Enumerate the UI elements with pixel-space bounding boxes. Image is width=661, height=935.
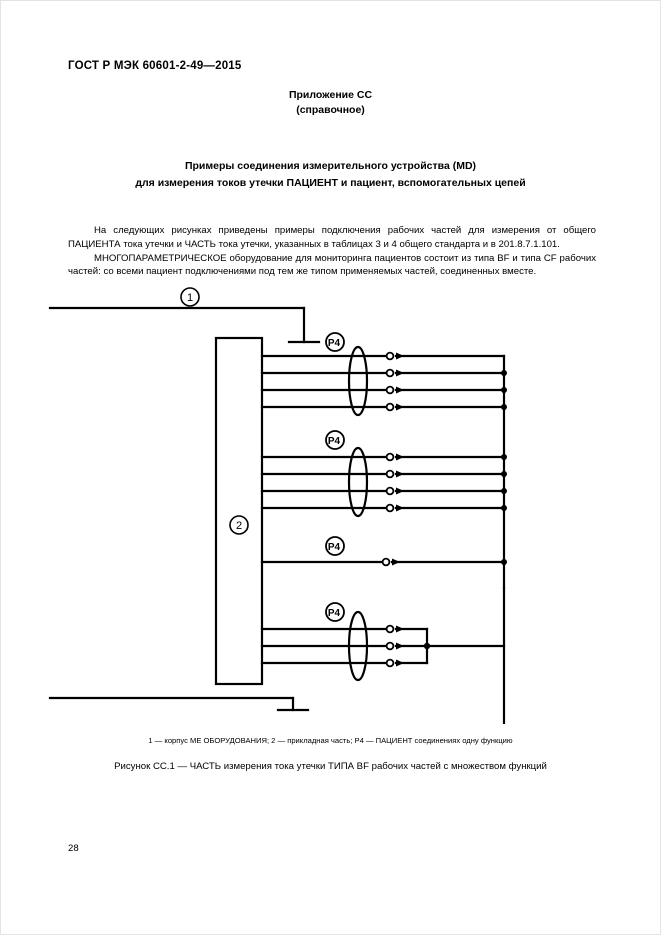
applied-part-box xyxy=(214,336,264,686)
p4-label-3: P4 xyxy=(328,542,341,553)
p4-label-4-circle xyxy=(325,602,345,622)
bf-group-1-leads xyxy=(394,354,506,409)
figure-caption: Рисунок СС.1 — ЧАСТЬ измерения тока утеч… xyxy=(114,761,547,772)
bf-group-3-arrow xyxy=(392,558,400,566)
callout-1-circle xyxy=(180,287,200,307)
annex-kind: (справочное) xyxy=(296,104,365,116)
bottom-ground-conductor xyxy=(48,696,295,712)
bf-group-3-bus-junction xyxy=(501,559,507,565)
body-text: На следующих рисунках приведены примеры … xyxy=(68,224,596,279)
bf-group-2-cable-bundle xyxy=(347,446,369,518)
callout-2-circle xyxy=(229,515,249,535)
body-paragraph-2: МНОГОПАРАМЕТРИЧЕСКОЕ оборудование для мо… xyxy=(68,252,596,278)
bf-group-2-leads xyxy=(394,455,506,510)
bf-group-1-terminals xyxy=(385,351,395,412)
bf-group-2-terminals xyxy=(385,452,395,513)
callout-2-label: 2 xyxy=(236,520,242,532)
bf-group-1-arrows xyxy=(396,352,404,411)
page-title-line-2: для измерения токов утечки ПАЦИЕНТ и пац… xyxy=(135,177,526,189)
bf-group-4-cable-bundle xyxy=(347,610,369,682)
bf-group-1-bus-junctions xyxy=(501,370,507,410)
p4-label-2: P4 xyxy=(328,436,341,447)
bf-group-2-wires xyxy=(260,455,388,510)
page-title: Примеры соединения измерительного устрой… xyxy=(0,158,661,192)
bf-group-1-wires xyxy=(260,354,388,409)
body-paragraph-1: На следующих рисунках приведены примеры … xyxy=(68,225,596,250)
p4-label-4: P4 xyxy=(328,608,341,619)
standard-code-header: ГОСТ Р МЭК 60601-2-49—2015 xyxy=(68,60,242,72)
p4-label-1-circle xyxy=(325,332,345,352)
bf-group-3-terminal xyxy=(381,557,391,567)
page-title-line-1: Примеры соединения измерительного устрой… xyxy=(184,160,477,172)
callout-1-label: 1 xyxy=(187,292,193,304)
annex-name: Приложение СС xyxy=(288,89,373,101)
figure-legend: 1 — корпус МЕ ОБОРУДОВАНИЯ; 2 — прикладн… xyxy=(148,736,513,745)
annex-heading: Приложение СС (справочное) xyxy=(0,88,661,118)
bf-group-2-arrows xyxy=(396,453,404,512)
bf-group-4-bus-junction xyxy=(423,642,431,650)
p4-label-2-circle xyxy=(325,430,345,450)
bf-group-4-arrows xyxy=(396,625,404,667)
p4-label-1: P4 xyxy=(328,338,341,349)
bf-group-1-cable-bundle xyxy=(347,345,369,417)
bf-group-4-terminals xyxy=(385,624,395,668)
circuit-diagram: 1 2 P4 P4 P4 P4 MD xyxy=(0,284,661,724)
page-number: 28 xyxy=(68,843,79,854)
bf-group-2-bus-junctions xyxy=(501,454,507,511)
enclosure-conductor xyxy=(48,306,321,344)
p4-label-3-circle xyxy=(325,536,345,556)
